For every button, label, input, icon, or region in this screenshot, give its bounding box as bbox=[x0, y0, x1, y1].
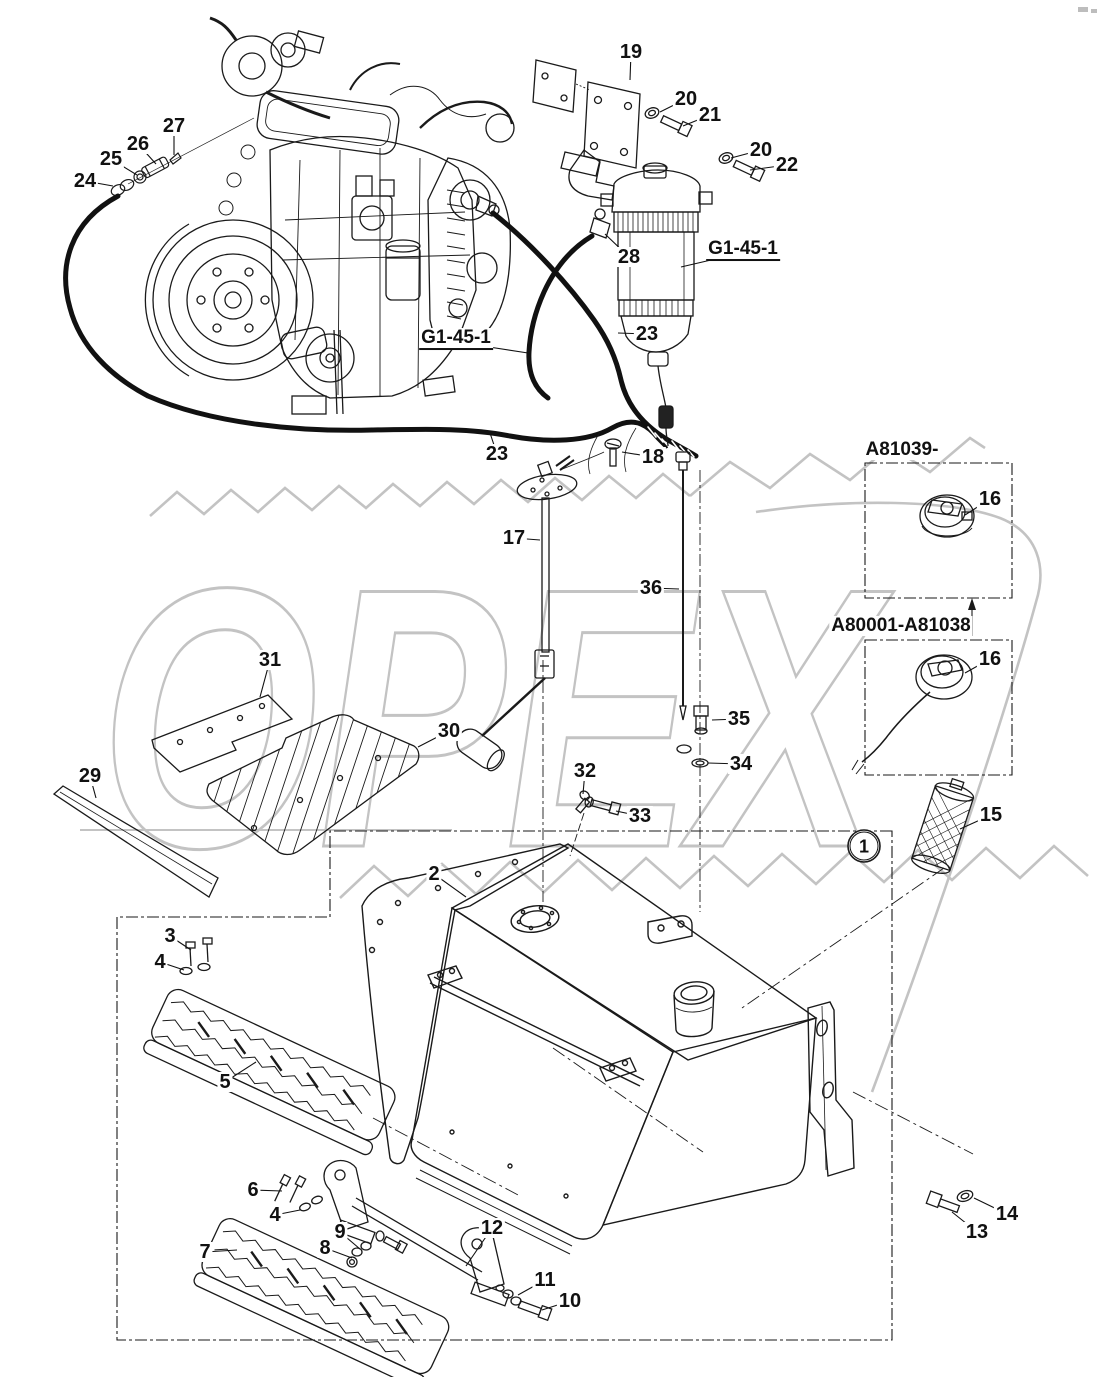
ref-label-serial-early: A80001-A81038 bbox=[829, 615, 973, 637]
callout-9: 9 bbox=[332, 1221, 348, 1243]
callout-16: 16 bbox=[976, 488, 1004, 510]
callout-1-circled: 1 bbox=[849, 831, 879, 861]
callout-10: 10 bbox=[556, 1290, 584, 1312]
callout-31: 31 bbox=[256, 649, 284, 671]
callout-4: 4 bbox=[267, 1204, 283, 1226]
callout-11: 11 bbox=[532, 1269, 558, 1291]
strip-29 bbox=[52, 785, 219, 898]
ref-label-serial-late: A81039- bbox=[863, 439, 941, 461]
callout-23: 23 bbox=[633, 323, 661, 345]
leader-line bbox=[488, 346, 529, 354]
fuel-sender-assembly bbox=[456, 427, 709, 912]
fuel-cap-early bbox=[851, 654, 973, 775]
filler-strainer bbox=[911, 777, 975, 874]
fuel-hoses bbox=[63, 193, 699, 459]
callout-29: 29 bbox=[76, 765, 104, 787]
callout-36: 36 bbox=[637, 577, 665, 599]
watermark-graphics: OPEX bbox=[80, 7, 1097, 1093]
corrugated-panel-30 bbox=[206, 714, 420, 856]
callout-24: 24 bbox=[71, 170, 99, 192]
callout-4: 4 bbox=[152, 951, 168, 973]
callout-2: 2 bbox=[426, 863, 442, 885]
callout-20: 20 bbox=[672, 88, 700, 110]
callout-19: 19 bbox=[617, 41, 645, 63]
callout-14: 14 bbox=[993, 1203, 1021, 1225]
callout-32: 32 bbox=[571, 760, 599, 782]
arrow-up-icon bbox=[968, 598, 976, 610]
callout-5: 5 bbox=[217, 1071, 233, 1093]
step-tread-upper bbox=[143, 988, 396, 1156]
callout-26: 26 bbox=[124, 133, 152, 155]
engine-assembly bbox=[144, 16, 515, 415]
bracket-31 bbox=[151, 694, 294, 773]
ref-label-hose-code: G1-45-1 bbox=[419, 327, 493, 350]
callout-7: 7 bbox=[197, 1241, 213, 1263]
heat-shield-panels bbox=[52, 694, 420, 898]
serial-early-box bbox=[864, 639, 1013, 776]
callout-21: 21 bbox=[696, 104, 724, 126]
callout-34: 34 bbox=[727, 753, 755, 775]
callout-17: 17 bbox=[500, 527, 528, 549]
inline-fittings-24-27 bbox=[110, 117, 255, 197]
step-tread-lower bbox=[193, 1218, 450, 1377]
callout-23: 23 bbox=[483, 443, 511, 465]
callout-3: 3 bbox=[162, 925, 178, 947]
fuel-tank bbox=[361, 843, 974, 1255]
callout-18: 18 bbox=[639, 446, 667, 468]
leader-line bbox=[680, 259, 712, 268]
callout-8: 8 bbox=[317, 1237, 333, 1259]
callout-33: 33 bbox=[626, 805, 654, 827]
callout-22: 22 bbox=[773, 154, 801, 176]
fuel-cap-late bbox=[919, 494, 975, 538]
fuel-hose-filter-stub bbox=[526, 233, 595, 401]
tank-right-face bbox=[601, 1017, 817, 1226]
callout-13: 13 bbox=[963, 1221, 991, 1243]
fuel-filter-assembly bbox=[532, 59, 766, 447]
callout-28: 28 bbox=[615, 246, 643, 268]
callout-30: 30 bbox=[435, 720, 463, 742]
callout-27: 27 bbox=[160, 115, 188, 137]
group-1-box bbox=[116, 830, 893, 1341]
callout-20: 20 bbox=[747, 139, 775, 161]
tank-back-plate bbox=[361, 843, 570, 1165]
ref-label-filter-code: G1-45-1 bbox=[706, 238, 780, 261]
callout-35: 35 bbox=[725, 708, 753, 730]
callout-25: 25 bbox=[97, 148, 125, 170]
callout-6: 6 bbox=[245, 1179, 261, 1201]
serial-late-box bbox=[864, 462, 1013, 599]
fuel-hose-return bbox=[63, 193, 669, 449]
callout-15: 15 bbox=[977, 804, 1005, 826]
callout-16: 16 bbox=[976, 648, 1004, 670]
callout-12: 12 bbox=[478, 1217, 506, 1239]
tank-front-face bbox=[410, 906, 674, 1240]
watermark-text: OPEX bbox=[100, 512, 895, 925]
